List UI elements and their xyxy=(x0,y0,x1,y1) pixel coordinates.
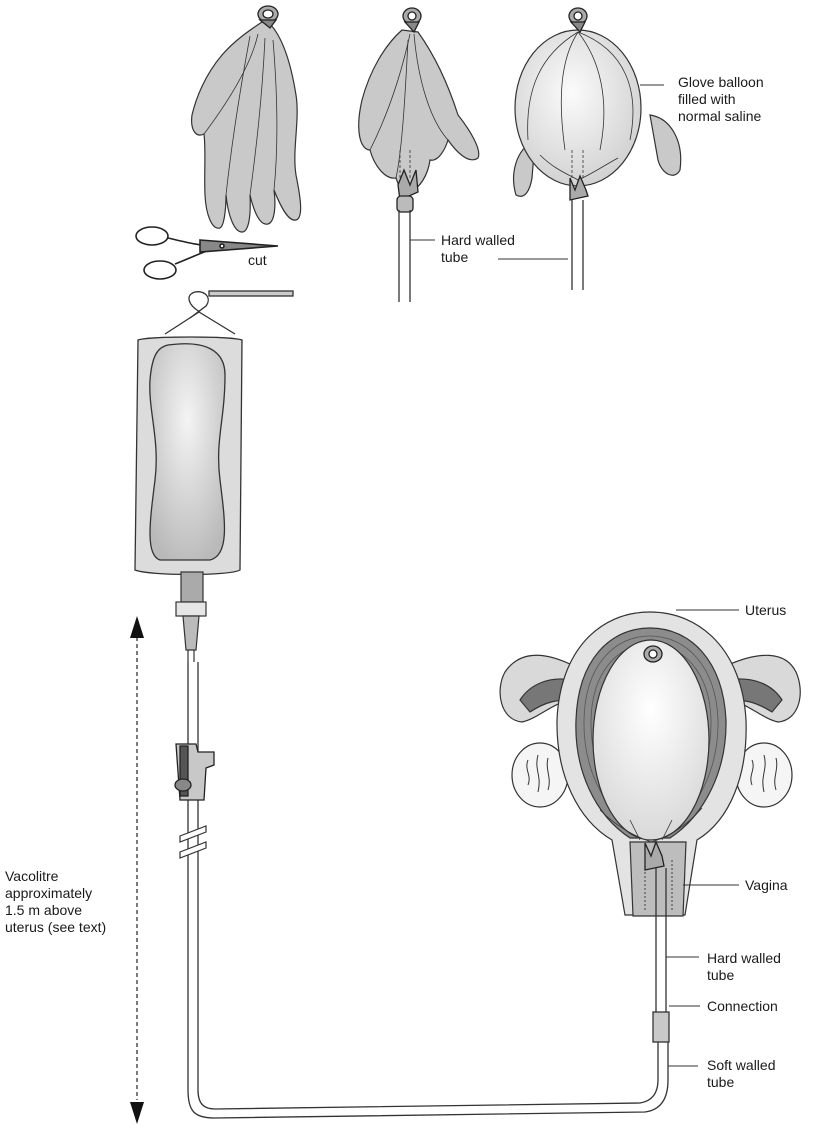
hard-walled-tube xyxy=(572,200,583,290)
uterus-label: Uterus xyxy=(745,602,786,619)
glove-balloon-label: Glove balloon filled with normal saline xyxy=(678,74,764,125)
hard-walled-tube-bottom-label: Hard walled tube xyxy=(707,950,781,984)
vagina-label: Vagina xyxy=(745,877,788,894)
roller-clamp xyxy=(175,744,214,800)
soft-walled-tube-label: Soft walled tube xyxy=(707,1057,775,1091)
glove-balloon xyxy=(514,30,681,196)
hard-walled-tube xyxy=(399,210,410,302)
vacolitre-bag xyxy=(135,337,242,575)
connection xyxy=(653,1012,669,1042)
flat-glove xyxy=(192,22,301,232)
drip-chamber xyxy=(176,572,206,662)
cut-label: cut xyxy=(248,252,267,268)
height-arrow xyxy=(130,616,144,1124)
tied-glove xyxy=(359,30,479,193)
hanger xyxy=(165,291,293,334)
vacolitre-label: Vacolitre approximately 1.5 m above uter… xyxy=(5,868,106,936)
connection-label: Connection xyxy=(707,998,778,1015)
break-mark xyxy=(180,826,206,858)
hard-walled-tube-top-label: Hard walled tube xyxy=(441,232,515,266)
